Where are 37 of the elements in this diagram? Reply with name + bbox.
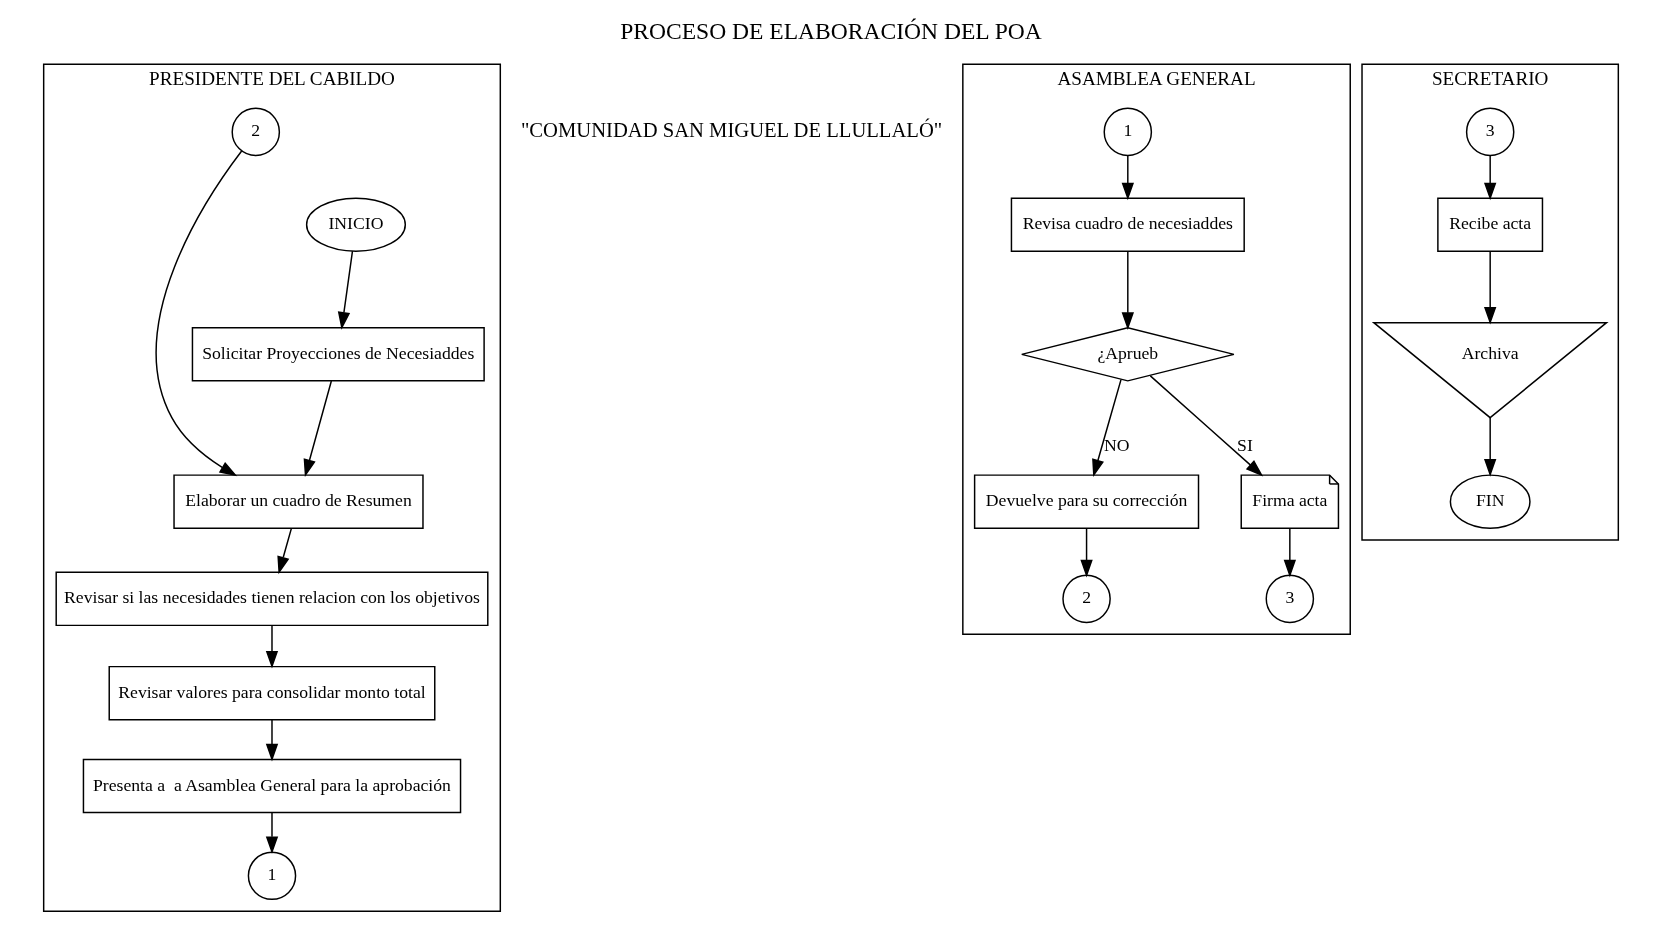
node-circle: 2: [1062, 574, 1111, 624]
arrow: [1092, 378, 1122, 477]
node-box: Solicitar Proyecciones de Necesiaddes: [191, 327, 485, 382]
node-ellipse: INICIO: [305, 197, 407, 252]
arrow: [1080, 527, 1093, 578]
arrow: [155, 150, 243, 477]
node-ellipse: FIN: [1449, 474, 1531, 529]
node-box: Recibe acta: [1437, 197, 1544, 252]
node-box: Revisar si las necesidades tienen relacion con los objetivos: [55, 571, 489, 627]
arrow: [265, 625, 279, 669]
arrow: [1283, 527, 1297, 578]
arrow: [265, 719, 279, 762]
arrow: [303, 380, 333, 477]
arrow: [265, 811, 279, 855]
arrow: [1149, 375, 1264, 477]
edge-label: SI: [1237, 434, 1253, 455]
node-circle: 2: [231, 107, 281, 157]
arrow: [277, 527, 293, 575]
node-circle: 1: [247, 851, 297, 901]
arrow: [337, 250, 354, 330]
node-circle: 1: [1103, 107, 1153, 157]
node-box: Devuelve para su corrección: [973, 474, 1200, 529]
arrow: [1121, 251, 1134, 330]
arrow: [1121, 154, 1134, 201]
node-box: Revisa cuadro de necesiaddes: [1010, 197, 1245, 252]
diagram-title: PROCESO DE ELABORACIÓN DEL POA: [620, 17, 1042, 44]
node-box: Elaborar un cuadro de Resumen: [173, 474, 424, 529]
arrow: [1484, 251, 1497, 325]
node-box: Presenta a a Asamblea General para la aprobación: [82, 758, 462, 814]
node-circle: 3: [1265, 574, 1315, 624]
arrow: [1484, 154, 1497, 201]
node-box: Revisar valores para consolidar monto total: [108, 665, 436, 721]
node-circle: 3: [1465, 107, 1515, 157]
edge-label: NO: [1104, 434, 1130, 455]
label: "COMUNIDAD SAN MIGUEL DE LLULLALÓ": [520, 119, 943, 142]
node-diamond: ¿Aprueb: [1021, 327, 1235, 382]
arrow: [1484, 417, 1497, 477]
